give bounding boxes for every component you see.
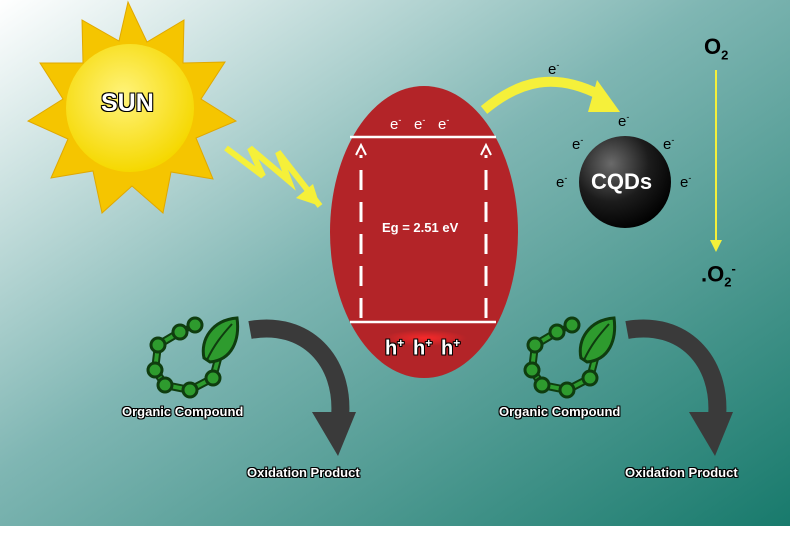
oxygen-reduction-arrowhead (710, 240, 722, 252)
transferred-electron: e- (548, 60, 560, 78)
cqd-sphere (579, 136, 671, 228)
right-oxidation-arrow (625, 319, 727, 419)
left-oxidation-arrow (248, 319, 350, 419)
hole-glow (383, 330, 467, 346)
superoxide-label: .O2- (701, 261, 736, 290)
cb-electron-3: e- (438, 115, 450, 133)
cqd-electron-upper-left: e- (572, 135, 584, 153)
excitation-arrow-right (480, 142, 492, 156)
semiconductor-particle (330, 86, 518, 378)
oxygen-label: O2 (704, 34, 729, 63)
electron-transfer-arrow (480, 76, 603, 114)
sun-icon (26, 0, 238, 214)
cb-electron-2: e- (414, 115, 426, 133)
organic-molecule-icon-left (146, 316, 240, 399)
band-gap-label: Eg = 2.51 eV (382, 220, 459, 235)
cqd-electron-upper-right: e- (663, 135, 675, 153)
vb-hole-2: h+ (413, 336, 433, 360)
electron-transfer-arrowhead (588, 80, 620, 112)
cqd-label: CQDs (591, 169, 653, 194)
right-oxidation-arrowhead (689, 412, 733, 456)
cb-electron-1: e- (390, 115, 402, 133)
cqd-electron-top: e- (618, 112, 630, 130)
right-product-label: Oxidation Product (625, 465, 738, 480)
right-reactant-label: Organic Compound (499, 404, 621, 419)
light-bolt-icon (224, 145, 323, 208)
left-reactant-label: Organic Compound (122, 404, 244, 419)
left-product-label: Oxidation Product (247, 465, 360, 480)
cqd-electron-right: e- (680, 173, 692, 191)
sun-disc (66, 44, 194, 172)
left-oxidation-arrowhead (312, 412, 356, 456)
excitation-arrow-left (355, 142, 367, 156)
vb-hole-3: h+ (441, 336, 461, 360)
light-bolt-tip (296, 184, 320, 206)
vb-hole-1: h+ (385, 336, 405, 360)
cqd-electron-left: e- (556, 173, 568, 191)
organic-molecule-icon-right (523, 316, 617, 399)
sun-label: SUN (101, 89, 154, 117)
